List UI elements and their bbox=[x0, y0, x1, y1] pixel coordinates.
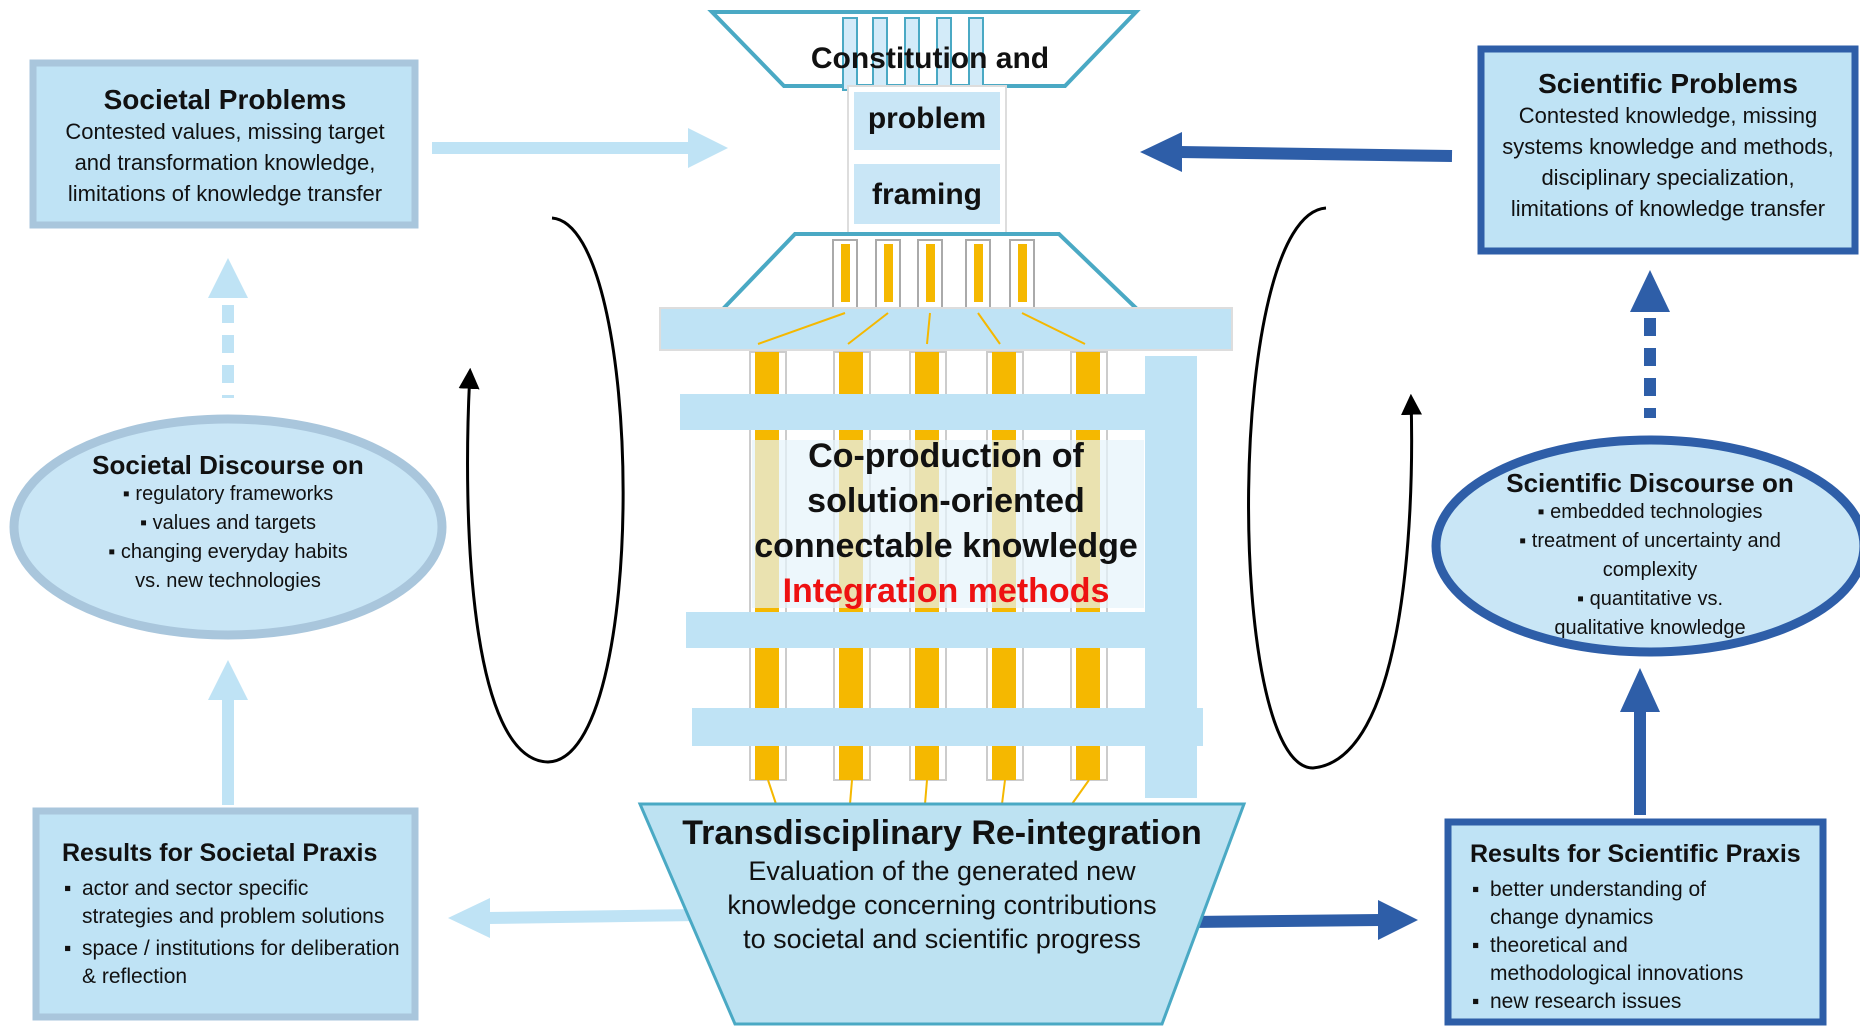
societal-discourse-item: regulatory frameworks bbox=[60, 480, 396, 509]
scientific-problems-text: Scientific Problems Contested knowledge,… bbox=[1495, 68, 1841, 224]
framing-line-2: problem bbox=[867, 102, 987, 135]
scientific-discourse-item: quantitative vs. qualitative knowledge bbox=[1474, 585, 1826, 643]
scientific-discourse-text: Scientific Discourse on embedded technol… bbox=[1474, 468, 1826, 643]
societal-problems-box bbox=[29, 59, 419, 229]
scientific-discourse-item: embedded technologies bbox=[1474, 498, 1826, 527]
reintegration-title: Transdisciplinary Re-integration bbox=[682, 814, 1202, 852]
reintegration-line-2: knowledge concerning contributions bbox=[727, 890, 1157, 920]
scientific-to-framing-arrow bbox=[1140, 132, 1453, 172]
scientific-problems-title: Scientific Problems bbox=[1538, 68, 1798, 99]
left-cycle-arrow bbox=[458, 216, 625, 764]
societal-problems-title: Societal Problems bbox=[103, 84, 347, 115]
scientific-problems-box bbox=[1477, 45, 1859, 255]
societal-discourse-title: Societal Discourse on bbox=[92, 450, 364, 480]
list-item: actor and sector specific strategies and… bbox=[62, 875, 402, 931]
societal-praxis-list: actor and sector specific strategies and… bbox=[62, 875, 402, 991]
reintegration-funnel bbox=[637, 802, 1247, 1026]
coproduction-line-2: solution-oriented bbox=[807, 482, 1085, 520]
societal-discourse-item: changing everyday habits vs. new technol… bbox=[60, 538, 396, 596]
list-item: new research issues bbox=[1470, 988, 1815, 1016]
reintegration-to-scientific-arrow bbox=[1189, 900, 1418, 940]
right-cycle-arrow bbox=[1247, 206, 1423, 770]
left-vertical-arrows bbox=[208, 258, 248, 805]
scientific-praxis-text: Results for Scientific Praxis better und… bbox=[1470, 838, 1815, 1016]
coproduction-text: Co-production of solution-oriented conne… bbox=[700, 434, 1192, 614]
integration-methods-label: Integration methods bbox=[782, 572, 1110, 610]
framing-line-3: framing bbox=[871, 178, 982, 211]
scientific-praxis-title: Results for Scientific Praxis bbox=[1470, 840, 1801, 868]
societal-praxis-text: Results for Societal Praxis actor and se… bbox=[62, 837, 402, 991]
list-item: theoretical and methodological innovatio… bbox=[1470, 932, 1815, 988]
coproduction-line-1: Co-production of bbox=[808, 437, 1084, 475]
societal-problems-text: Societal Problems Contested values, miss… bbox=[45, 84, 405, 209]
societal-problems-description: Contested values, missing target and tra… bbox=[65, 119, 385, 206]
coproduction-lattice bbox=[659, 307, 1233, 805]
right-vertical-arrows bbox=[1620, 270, 1670, 815]
coproduction-line-3: connectable knowledge bbox=[754, 527, 1138, 565]
scientific-discourse-title: Scientific Discourse on bbox=[1506, 468, 1794, 498]
societal-praxis-title: Results for Societal Praxis bbox=[62, 839, 378, 867]
framing-funnel bbox=[707, 10, 1143, 312]
list-item: space / institutions for deliberation & … bbox=[62, 935, 402, 991]
societal-discourse-text: Societal Discourse on regulatory framewo… bbox=[60, 450, 396, 596]
scientific-praxis-list: better understanding of change dynamics … bbox=[1470, 876, 1815, 1016]
reintegration-text: Transdisciplinary Re-integration Evaluat… bbox=[650, 812, 1234, 956]
framing-line-1: Constitution and bbox=[810, 42, 1050, 75]
societal-discourse-item: values and targets bbox=[60, 509, 396, 538]
reintegration-line-1: Evaluation of the generated new bbox=[748, 856, 1136, 886]
reintegration-line-3: to societal and scientific progress bbox=[743, 924, 1141, 954]
reintegration-to-societal-arrow bbox=[448, 898, 701, 938]
societal-to-framing-arrow bbox=[432, 128, 728, 168]
list-item: better understanding of change dynamics bbox=[1470, 876, 1815, 932]
scientific-discourse-item: treatment of uncertainty and complexity bbox=[1474, 527, 1826, 585]
scientific-problems-description: Contested knowledge, missing systems kno… bbox=[1502, 103, 1834, 221]
